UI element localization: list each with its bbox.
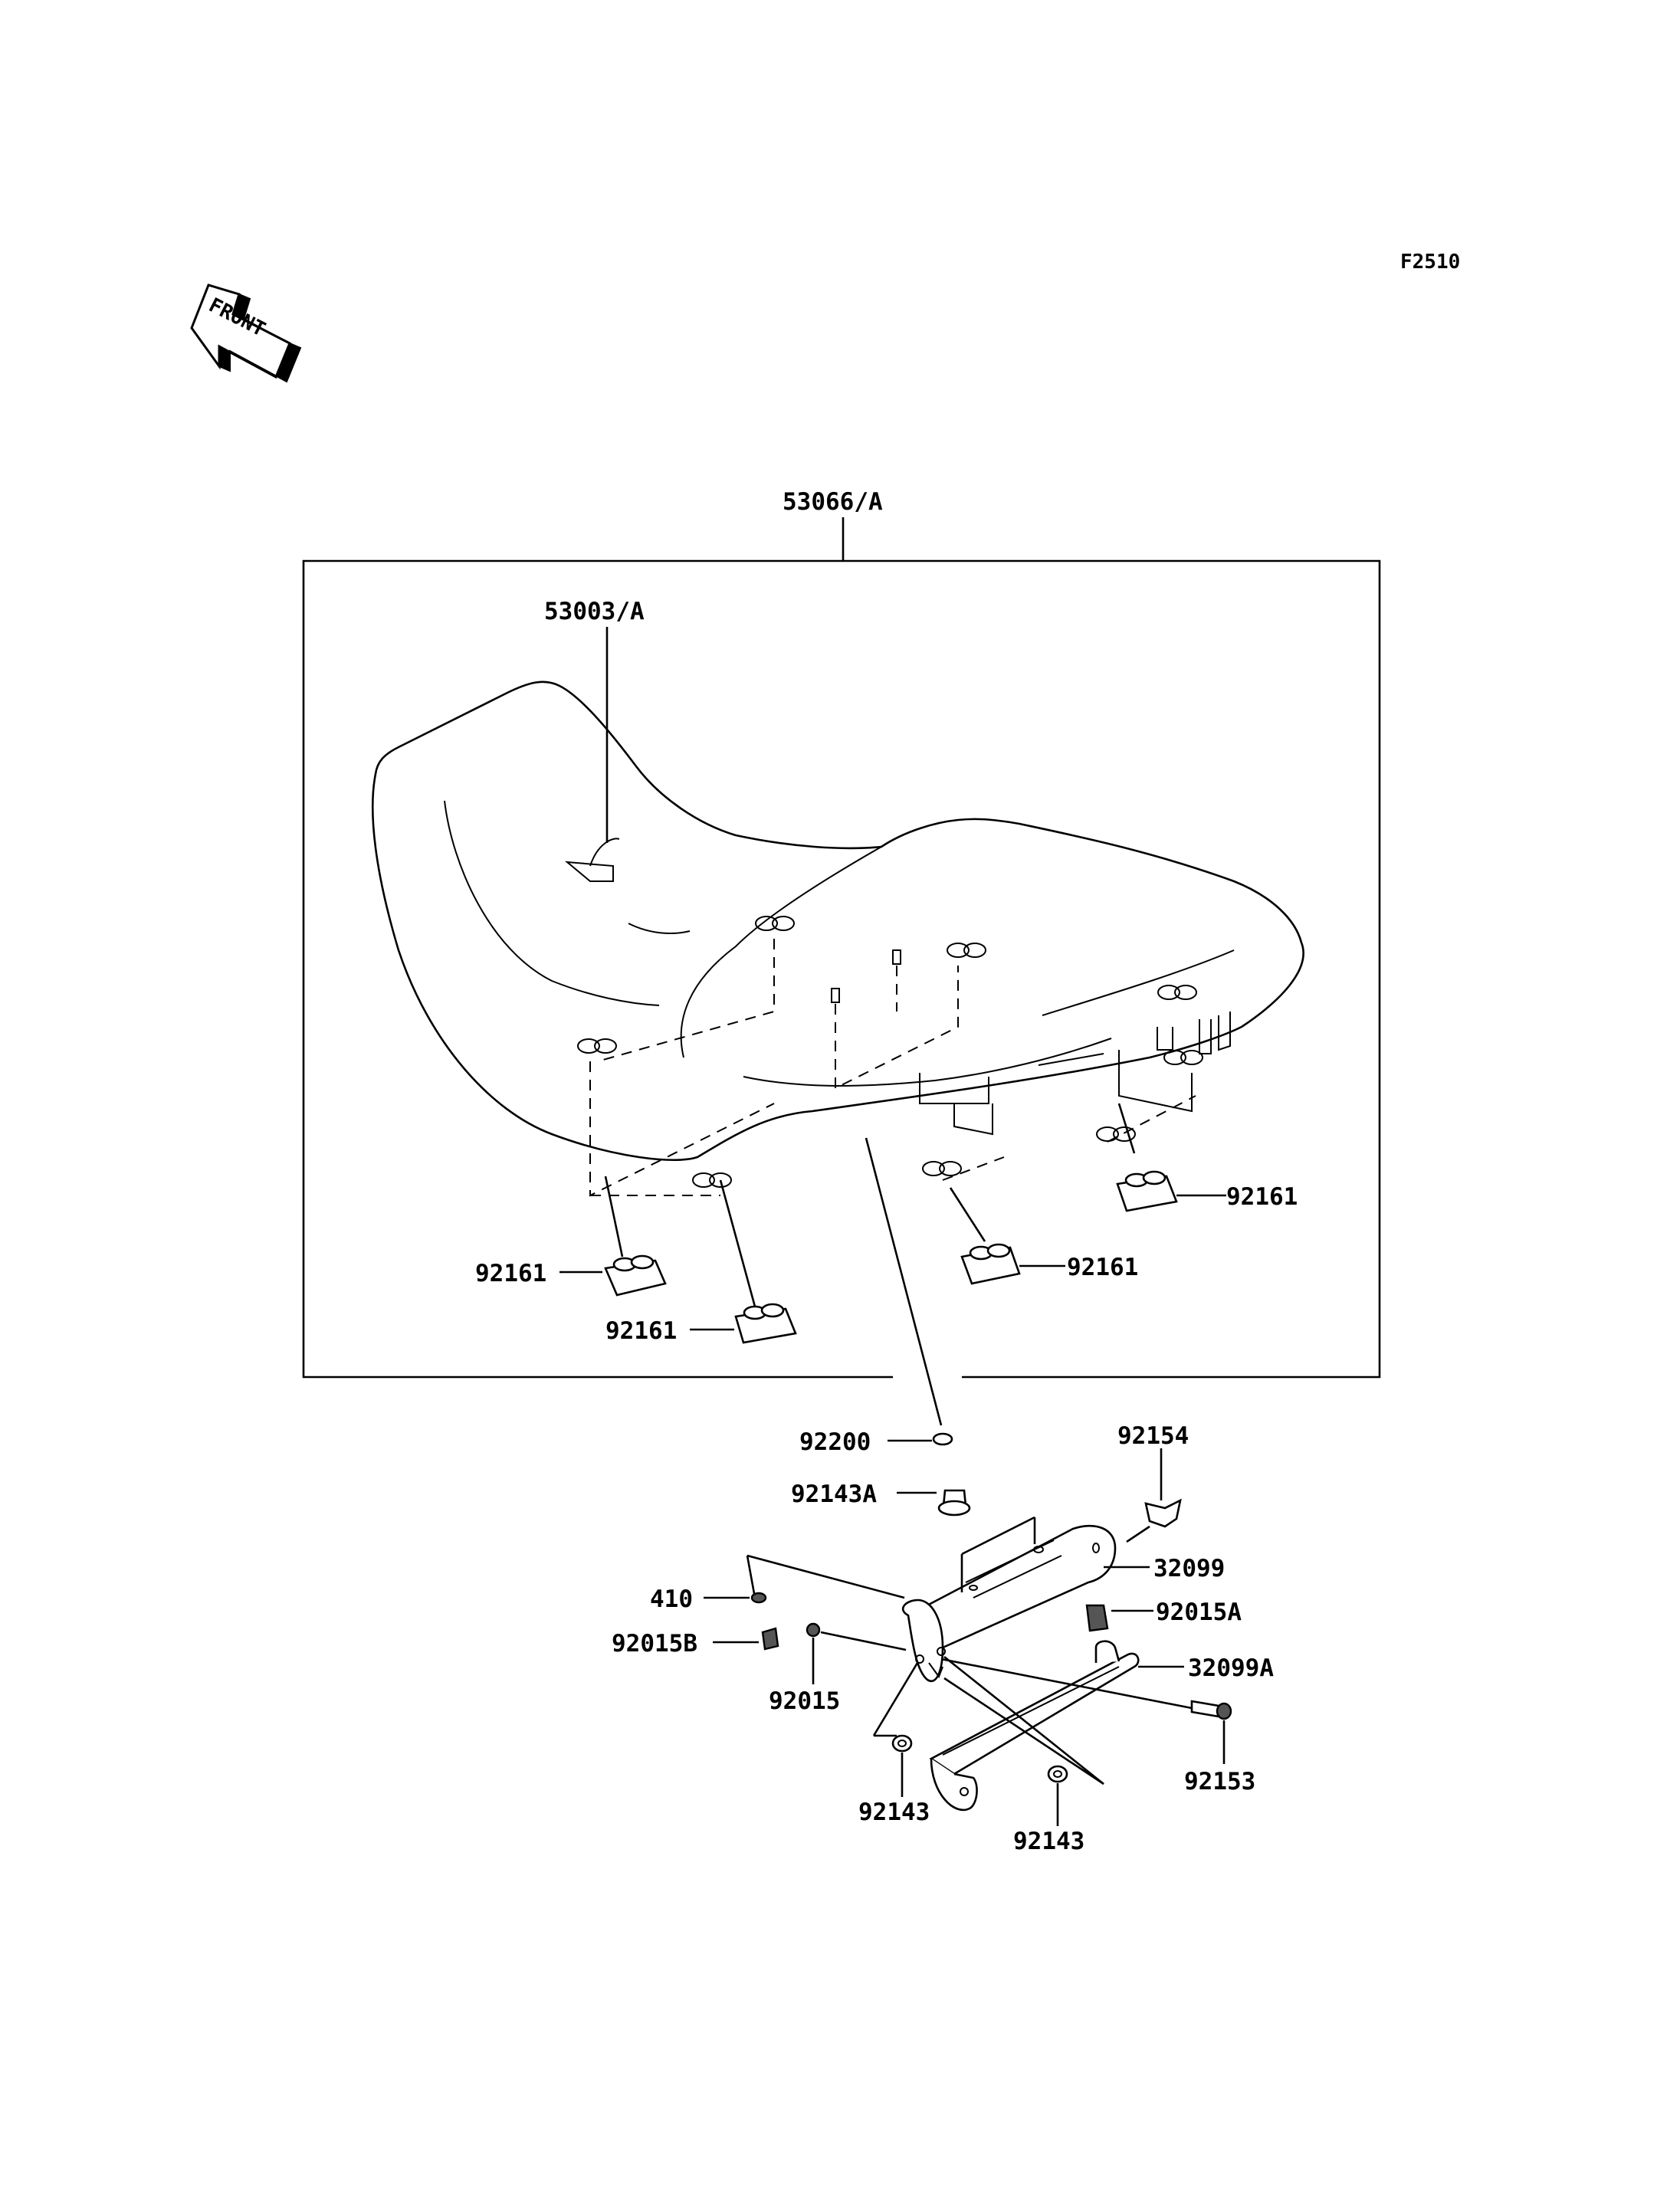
- label-washer: 92200: [799, 1428, 871, 1456]
- seat-assy-frame: [302, 517, 1381, 1379]
- bolt: [940, 1658, 1232, 1764]
- damper-rubber-center: [949, 1187, 1065, 1285]
- damper-rubber-rear: [1116, 1103, 1226, 1212]
- washer: [865, 1137, 953, 1446]
- label-rivet: 410: [650, 1585, 693, 1613]
- seat: [371, 680, 1304, 1162]
- damper-sockets: [577, 916, 1203, 1188]
- label-wing-bolt: 92154: [1117, 1422, 1189, 1450]
- label-damper-rear: 92161: [1226, 1183, 1298, 1211]
- label-seat-cover: 53003/A: [544, 598, 645, 625]
- label-damper-center: 92161: [1067, 1254, 1138, 1281]
- front-arrow-icon: FRONT: [190, 284, 302, 383]
- label-seat-assy: 53066/A: [783, 488, 883, 516]
- hidden-lines: [589, 939, 1196, 1197]
- label-nut: 92015: [769, 1687, 840, 1715]
- label-tool-case: 32099: [1153, 1555, 1225, 1582]
- collar-top: [897, 1489, 971, 1517]
- damper-rubber-front-mid: [690, 1179, 797, 1344]
- diagram-code: F2510: [1400, 251, 1460, 274]
- wing-bolt: [1126, 1448, 1182, 1543]
- label-collar-left: 92143: [858, 1799, 930, 1826]
- label-clip-a: 92015A: [1156, 1599, 1242, 1626]
- rivet: [704, 1554, 905, 1604]
- label-bolt: 92153: [1184, 1768, 1255, 1795]
- label-damper-front-mid: 92161: [605, 1317, 677, 1345]
- damper-rubber-front-left: [559, 1176, 667, 1297]
- nut-b: [713, 1627, 779, 1651]
- label-damper-front-left: 92161: [475, 1260, 546, 1287]
- label-nut-b: 92015B: [612, 1630, 697, 1658]
- collar-left: [872, 1662, 919, 1797]
- tool-case-upper: [902, 1516, 1150, 1682]
- label-collar-top: 92143A: [791, 1481, 877, 1508]
- label-tool-case-lower: 32099A: [1188, 1654, 1274, 1682]
- collar-right: [943, 1655, 1104, 1826]
- label-collar-right: 92143: [1013, 1828, 1084, 1855]
- tool-case-lower: [929, 1640, 1184, 1812]
- clip-a: [1085, 1604, 1153, 1632]
- nut: [806, 1622, 907, 1684]
